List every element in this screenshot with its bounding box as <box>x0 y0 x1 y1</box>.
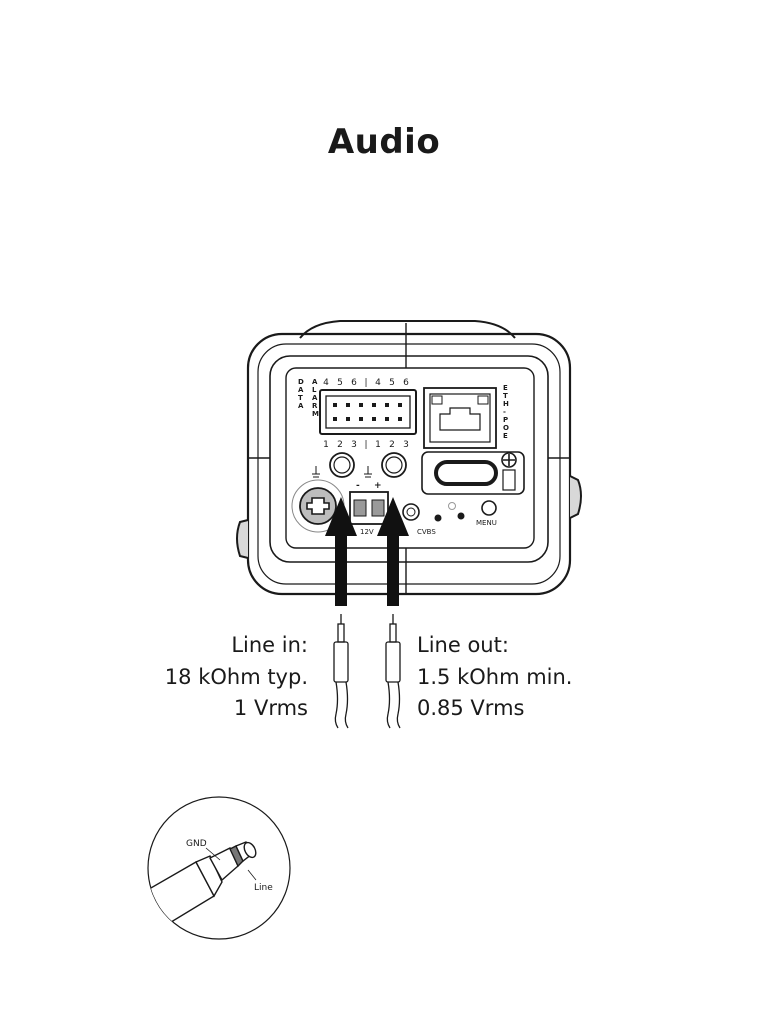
camera-rear-panel <box>236 320 582 596</box>
terminal-screw <box>372 403 376 407</box>
line-in-title: Line in: <box>231 633 308 657</box>
terminal-screw <box>398 417 402 421</box>
line-in-specs: Line in: 18 kOhm typ. 1 Vrms <box>165 633 308 720</box>
terminal-screw <box>359 403 363 407</box>
pin-number: 6 <box>351 378 357 388</box>
terminal-screw <box>372 417 376 421</box>
line-in-level: 1 Vrms <box>234 696 308 720</box>
line-out-arrow <box>377 497 409 606</box>
svg-text:ETH-POE: ETH-POE <box>503 384 509 440</box>
menu-button <box>481 500 497 516</box>
power-minus-label: - <box>356 481 360 491</box>
line-label: Line <box>254 883 273 893</box>
power-terminal: - + 12V <box>349 481 389 536</box>
jack-detail-illustration: GND Line <box>147 796 291 940</box>
terminal-screw <box>385 417 389 421</box>
line-out-plug-icon <box>385 614 401 729</box>
terminal-screw <box>398 403 402 407</box>
cvbs-connector <box>402 503 420 521</box>
pin-number: 4 <box>375 378 381 388</box>
pin-number: 2 <box>389 440 395 450</box>
power-plus-label: + <box>374 481 382 491</box>
line-out-impedance: 1.5 kOhm min. <box>417 665 572 689</box>
terminal-screw <box>346 417 350 421</box>
terminal-screw <box>385 403 389 407</box>
status-leds <box>434 502 465 522</box>
line-in-plug-icon <box>333 614 349 729</box>
terminal-screw <box>333 417 337 421</box>
pin-number: 5 <box>389 378 395 388</box>
terminal-screw <box>346 403 350 407</box>
line-out-level: 0.85 Vrms <box>417 696 524 720</box>
terminal-screw <box>333 403 337 407</box>
line-in-impedance: 18 kOhm typ. <box>165 665 308 689</box>
cvbs-label: CVBS <box>417 528 436 536</box>
pin-number: 1 <box>375 440 381 450</box>
audio-in-jack <box>312 452 355 478</box>
audio-out-jack <box>364 452 407 478</box>
pin-number: 5 <box>337 378 343 388</box>
page-title: Audio <box>327 122 441 162</box>
gnd-label: GND <box>186 839 207 849</box>
pin-number: 3 <box>403 440 409 450</box>
line-out-specs: Line out: 1.5 kOhm min. 0.85 Vrms <box>417 633 572 720</box>
pin-number: 3 <box>351 440 357 450</box>
line-in-arrow <box>325 497 357 606</box>
pin-number: 4 <box>323 378 329 388</box>
sd-card-slot <box>421 451 525 495</box>
power-12v-label: 12V <box>360 528 374 536</box>
pin-number: 1 <box>323 440 329 450</box>
pin-number: | <box>364 378 367 388</box>
pin-number: | <box>364 440 367 450</box>
terminal-screw <box>359 417 363 421</box>
menu-label: MENU <box>476 519 497 527</box>
line-out-title: Line out: <box>417 633 509 657</box>
ethernet-port <box>423 387 497 449</box>
alarm-terminal-block <box>319 389 417 435</box>
pin-number: 2 <box>337 440 343 450</box>
pin-number: 6 <box>403 378 409 388</box>
